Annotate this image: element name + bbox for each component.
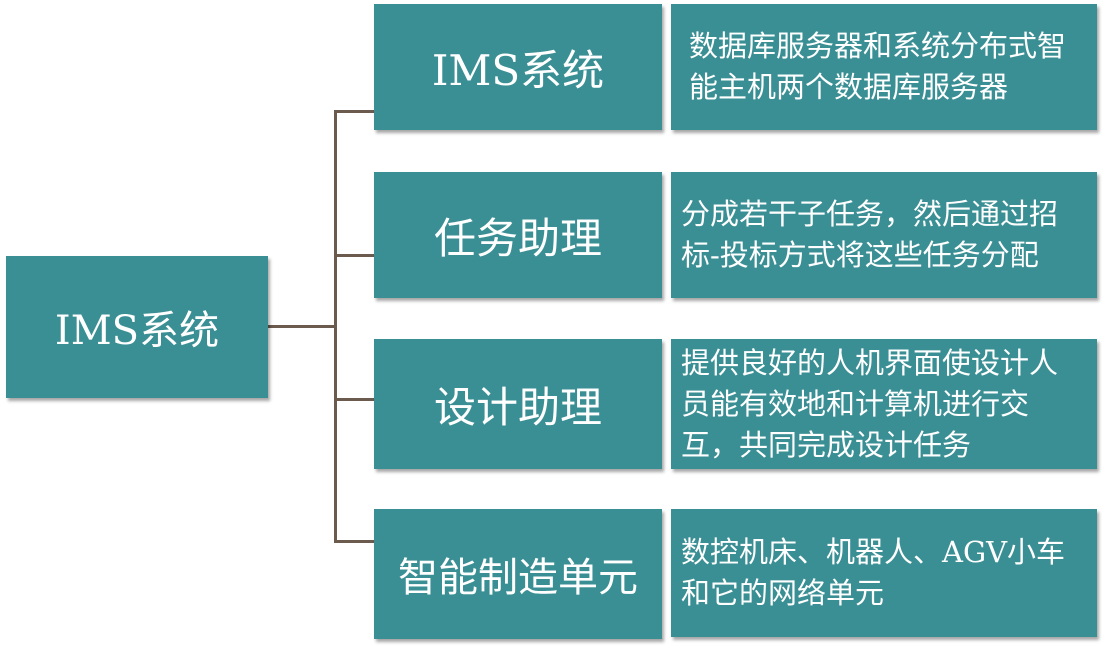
root-node: IMS系统 xyxy=(6,256,268,398)
branch-node-label: IMS系统 xyxy=(431,45,605,95)
description-box-task-assistant: 分成若干子任务，然后通过招标-投标方式将这些任务分配 xyxy=(671,172,1097,298)
description-text: 提供良好的人机界面使设计人员能有效地和计算机进行交互，共同完成设计任务 xyxy=(681,345,1059,462)
branch-connector-4 xyxy=(334,540,374,543)
trunk-connector-vertical xyxy=(334,110,337,543)
description-text: 数据库服务器和系统分布式智能主机两个数据库服务器 xyxy=(689,29,1067,104)
root-connector-horizontal xyxy=(268,325,336,328)
branch-node-label: 智能制造单元 xyxy=(398,555,638,601)
description-text: 数控机床、机器人、AGV小车和它的网络单元 xyxy=(681,535,1066,610)
branch-node-design-assistant: 设计助理 xyxy=(374,339,662,469)
branch-connector-1 xyxy=(334,110,374,113)
branch-connector-3 xyxy=(334,398,374,401)
branch-node-label: 设计助理 xyxy=(433,382,602,432)
branch-node-label: 任务助理 xyxy=(433,213,602,263)
root-node-label: IMS系统 xyxy=(54,308,220,354)
branch-connector-2 xyxy=(334,254,374,257)
description-box-design-assistant: 提供良好的人机界面使设计人员能有效地和计算机进行交互，共同完成设计任务 xyxy=(671,339,1097,469)
branch-node-ims: IMS系统 xyxy=(374,4,662,130)
description-text: 分成若干子任务，然后通过招标-投标方式将这些任务分配 xyxy=(681,197,1059,272)
branch-node-intelligent-manufacturing-unit: 智能制造单元 xyxy=(374,509,662,639)
branch-node-task-assistant: 任务助理 xyxy=(374,172,662,298)
description-box-ims: 数据库服务器和系统分布式智能主机两个数据库服务器 xyxy=(671,4,1097,130)
description-box-intelligent-manufacturing-unit: 数控机床、机器人、AGV小车和它的网络单元 xyxy=(671,509,1097,637)
